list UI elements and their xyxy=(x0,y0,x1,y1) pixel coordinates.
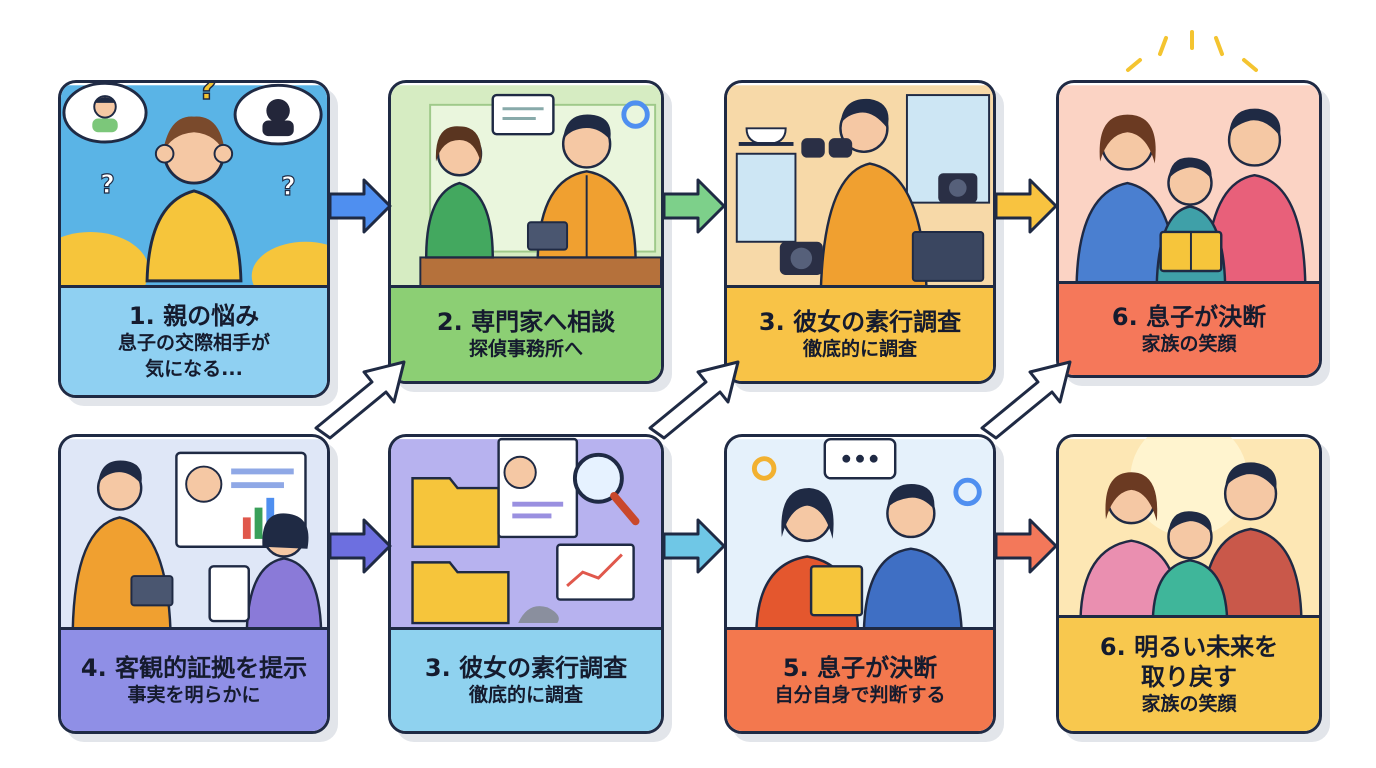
step-title: 5. 息子が決断 xyxy=(783,653,937,683)
step-label: 5. 息子が決断 自分自身で判断する xyxy=(727,627,993,731)
step-card-expert-consultation: 2. 専門家へ相談 探偵事務所へ xyxy=(388,80,664,384)
svg-text:?: ? xyxy=(100,169,115,199)
diagonal-arrow-to-step3 xyxy=(644,356,744,440)
diagonal-arrow-to-step4 xyxy=(976,356,1076,440)
arrow-step7-to-step8 xyxy=(996,518,1058,574)
svg-text:?: ? xyxy=(198,83,217,107)
svg-text:?: ? xyxy=(281,171,296,201)
step-title: 3. 彼女の素行調査 xyxy=(425,653,627,683)
step-subtitle-line-1: 取り戻す xyxy=(1141,662,1237,692)
step-subtitle-line-2: 家族の笑顔 xyxy=(1141,692,1236,718)
step-subtitle-line-1: 自分自身で判断する xyxy=(774,683,945,709)
worried-mother-illustration: ? ? ? xyxy=(61,83,327,291)
arrow-step3-to-step4 xyxy=(996,178,1058,234)
step-label: 2. 専門家へ相談 探偵事務所へ xyxy=(391,285,661,381)
step-card-son-decides-family-smile: 6. 息子が決断 家族の笑顔 xyxy=(1056,80,1322,378)
step-card-bright-future: 6. 明るい未来を 取り戻す 家族の笑顔 xyxy=(1056,434,1322,734)
arrow-step6-to-step7 xyxy=(664,518,726,574)
arrow-step5-to-step6 xyxy=(330,518,392,574)
step-title: 3. 彼女の素行調査 xyxy=(759,307,961,337)
step-label: 1. 親の悩み 息子の交際相手が 気になる... xyxy=(61,285,327,395)
smiling-family-illustration xyxy=(1059,437,1319,621)
step-label: 6. 息子が決断 家族の笑顔 xyxy=(1059,281,1319,375)
step-title: 2. 専門家へ相談 xyxy=(437,307,615,337)
step-subtitle-line-1: 事実を明らかに xyxy=(127,683,260,709)
step-title: 6. 息子が決断 xyxy=(1112,302,1266,332)
step-subtitle-line-1: 探偵事務所へ xyxy=(469,337,583,363)
step-subtitle-line-1: 息子の交際相手が xyxy=(118,331,270,357)
step-title: 1. 親の悩み xyxy=(129,301,259,331)
step-card-background-investigation: 3. 彼女の素行調査 徹底的に調査 xyxy=(724,80,996,384)
step-card-investigation-files: 3. 彼女の素行調査 徹底的に調査 xyxy=(388,434,664,734)
step-label: 3. 彼女の素行調査 徹底的に調査 xyxy=(391,627,661,731)
step-subtitle-line-1: 徹底的に調査 xyxy=(469,683,583,709)
step-title: 6. 明るい未来を xyxy=(1100,632,1278,662)
step-card-present-evidence: 4. 客観的証拠を提示 事実を明らかに xyxy=(58,434,330,734)
happy-family-reading-illustration xyxy=(1059,83,1319,287)
consultation-illustration xyxy=(391,83,661,291)
step-card-parent-worry: ? ? ? 1. 親の悩み 息子の交際相手が 気になる... xyxy=(58,80,330,398)
step-subtitle-line-2: 気になる... xyxy=(145,357,243,383)
arrow-step1-to-step2 xyxy=(330,178,392,234)
step-title: 4. 客観的証拠を提示 xyxy=(81,653,307,683)
diagonal-arrow-to-step2 xyxy=(310,356,410,440)
step-label: 4. 客観的証拠を提示 事実を明らかに xyxy=(61,627,327,731)
step-subtitle-line-1: 徹底的に調査 xyxy=(803,337,917,363)
step-subtitle-line-1: 家族の笑顔 xyxy=(1141,332,1236,358)
presenting-evidence-illustration xyxy=(61,437,327,633)
arrow-step2-to-step3 xyxy=(664,178,726,234)
step-label: 6. 明るい未来を 取り戻す 家族の笑顔 xyxy=(1059,615,1319,731)
evidence-files-illustration xyxy=(391,437,661,633)
sun-rays-decoration xyxy=(1118,30,1268,76)
son-thinking-illustration xyxy=(727,437,993,633)
step-label: 3. 彼女の素行調査 徹底的に調査 xyxy=(727,285,993,381)
step-card-son-decision: 5. 息子が決断 自分自身で判断する xyxy=(724,434,996,734)
binocular-detective-illustration xyxy=(727,83,993,291)
